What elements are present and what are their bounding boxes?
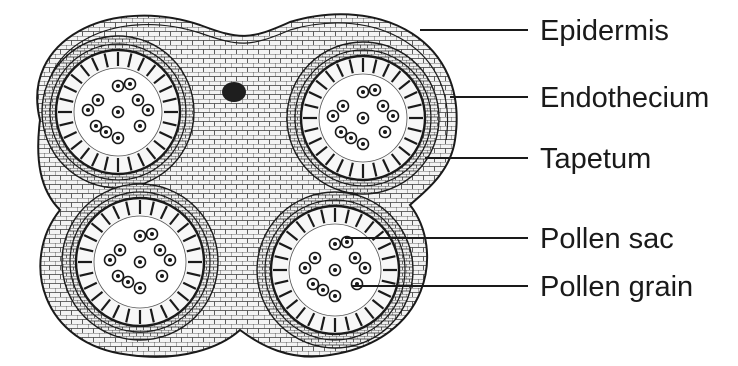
pollen-grain-nucleus — [363, 266, 367, 270]
pollen-grain-nucleus — [108, 258, 112, 262]
pollen-grain-nucleus — [391, 114, 395, 118]
pollen-grain-nucleus — [383, 130, 387, 134]
pollen-sac-top-right — [287, 42, 439, 194]
pollen-grain-nucleus — [313, 256, 317, 260]
label-tapetum: Tapetum — [540, 143, 651, 175]
label-endothecium: Endothecium — [540, 82, 709, 114]
pollen-grain-nucleus — [104, 130, 108, 134]
pollen-grain-nucleus — [158, 248, 162, 252]
pollen-grain-nucleus — [361, 90, 365, 94]
pollen-grain-nucleus — [150, 232, 154, 236]
pollen-sac-bottom-right — [257, 192, 413, 348]
vascular-bundle — [222, 82, 246, 102]
pollen-grain-nucleus — [353, 256, 357, 260]
pollen-grain-nucleus — [333, 294, 337, 298]
pollen-grain-nucleus — [96, 98, 100, 102]
pollen-grain-nucleus — [341, 104, 345, 108]
pollen-grain-nucleus — [138, 234, 142, 238]
pollen-grain-nucleus — [116, 136, 120, 140]
pollen-grain-nucleus — [160, 274, 164, 278]
pollen-grain-nucleus — [345, 240, 349, 244]
pollen-grain-nucleus — [361, 142, 365, 146]
pollen-grain-nucleus — [339, 130, 343, 134]
label-pollen-grain: Pollen grain — [540, 271, 693, 303]
pollen-grain-nucleus — [349, 136, 353, 140]
pollen-grain-nucleus — [333, 242, 337, 246]
pollen-grain-nucleus — [303, 266, 307, 270]
pollen-grain-nucleus — [136, 98, 140, 102]
pollen-grain-nucleus — [118, 248, 122, 252]
pollen-grain-nucleus — [116, 110, 120, 114]
pollen-grain-nucleus — [128, 82, 132, 86]
pollen-grain-nucleus — [138, 286, 142, 290]
pollen-grain-nucleus — [333, 268, 337, 272]
label-epidermis: Epidermis — [540, 15, 669, 47]
pollen-grain-nucleus — [331, 114, 335, 118]
pollen-grain-nucleus — [86, 108, 90, 112]
pollen-grain-nucleus — [94, 124, 98, 128]
pollen-grain-nucleus — [116, 84, 120, 88]
pollen-grain-nucleus — [138, 124, 142, 128]
pollen-grain-nucleus — [311, 282, 315, 286]
pollen-grain-nucleus — [126, 280, 130, 284]
pollen-grain-nucleus — [381, 104, 385, 108]
pollen-grain-nucleus — [116, 274, 120, 278]
pollen-grain-nucleus — [168, 258, 172, 262]
pollen-grain-nucleus — [373, 88, 377, 92]
pollen-grain-nucleus — [146, 108, 150, 112]
pollen-grain-nucleus — [321, 288, 325, 292]
pollen-sac-bottom-left — [62, 184, 218, 340]
pollen-sac-top-left — [42, 36, 194, 188]
pollen-grain-nucleus — [138, 260, 142, 264]
label-pollen-sac: Pollen sac — [540, 223, 674, 255]
pollen-grain-nucleus — [361, 116, 365, 120]
